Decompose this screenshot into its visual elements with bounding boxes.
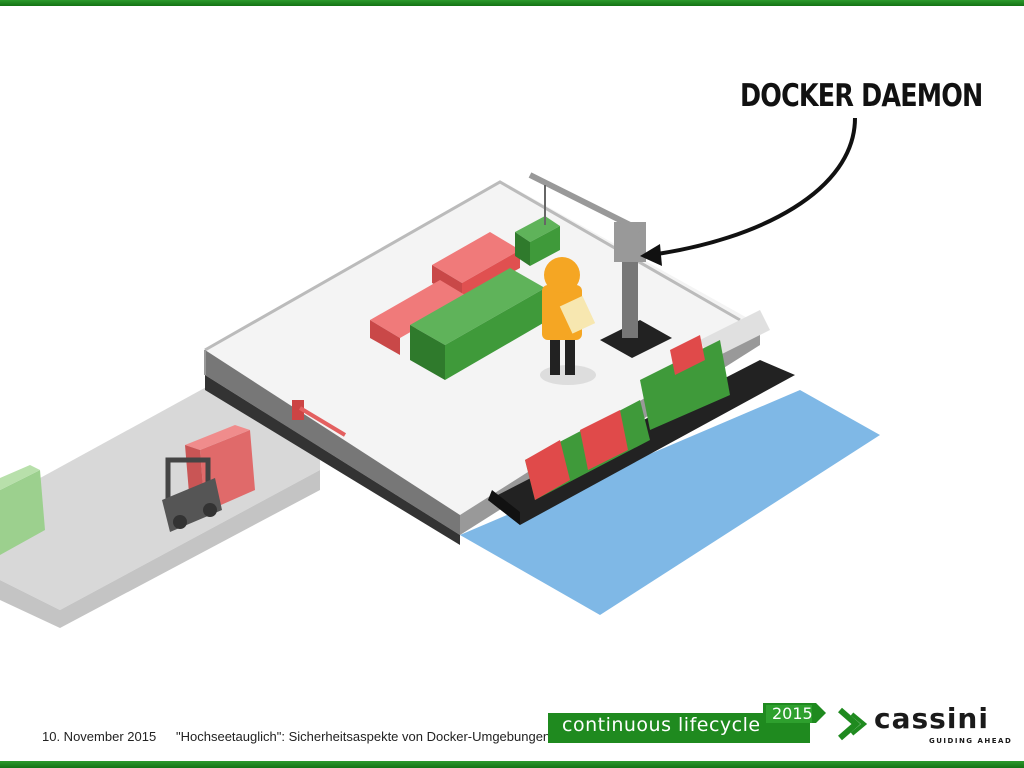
green-containers (410, 216, 560, 380)
crane (528, 172, 672, 358)
arrow-annotation-icon (640, 117, 857, 266)
bottom-accent-bar (0, 761, 1024, 768)
top-accent-bar (0, 0, 1024, 6)
cargo-ship (488, 310, 795, 525)
harbor-illustration (0, 117, 880, 628)
water (460, 390, 880, 615)
footer-date: 10. November 2015 (42, 729, 157, 744)
badge-text: continuous lifecycle (562, 714, 761, 736)
footer-title: "Hochseetauglich": Sicherheitsaspekte vo… (176, 729, 551, 744)
badge-year: 2015 (772, 704, 813, 723)
cassini-chevron-icon (838, 707, 868, 741)
continuous-lifecycle-badge (548, 703, 826, 743)
worker (540, 257, 596, 385)
cassini-logo: cassini (874, 702, 989, 735)
forklift (162, 425, 255, 532)
docker-daemon-label: DOCKER DAEMON (740, 78, 983, 114)
green-truck (0, 465, 45, 555)
logo-tagline: GUIDING AHEAD (929, 737, 1013, 745)
